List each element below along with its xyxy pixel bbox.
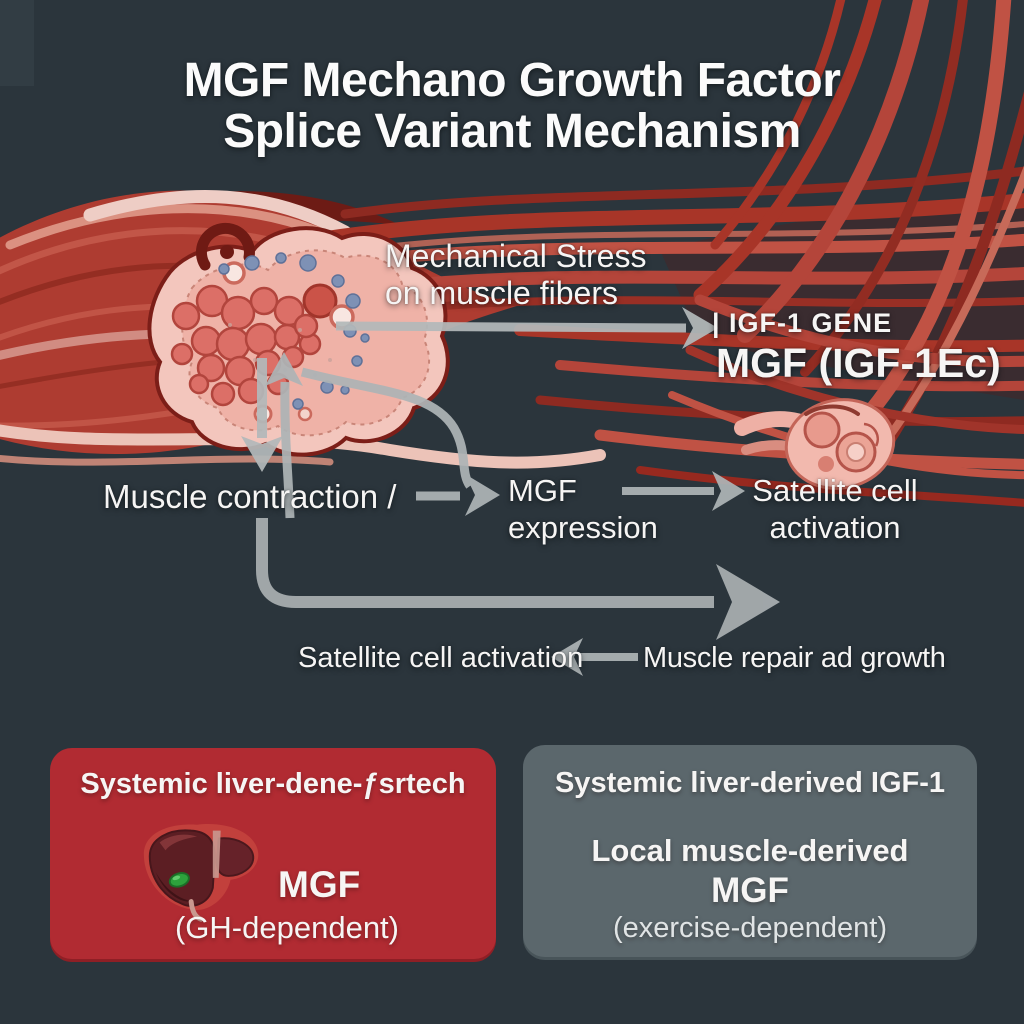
local-card-heading: Systemic liver-derived IGF-1 bbox=[554, 767, 946, 799]
mgf-variant-label: MGF (IGF-1Ec) bbox=[716, 340, 1001, 386]
arrow-stress-to-gene bbox=[335, 307, 718, 349]
satellite-cell-line1: Satellite cell bbox=[752, 473, 918, 508]
mgf-expression-line2: expression bbox=[508, 510, 658, 546]
igf1-gene-label: | IGF-1 GENE bbox=[712, 308, 893, 338]
mechanical-stress-line1: Mechanical Stress bbox=[385, 238, 647, 274]
satellite-cell-line2: activation bbox=[769, 510, 901, 546]
local-card-line3: (exercise-dependent) bbox=[612, 912, 888, 944]
mechanical-stress-label: Mechanical Stress on muscle fibers bbox=[385, 238, 646, 313]
flow-arrows bbox=[241, 307, 780, 676]
corner-notch bbox=[0, 0, 34, 86]
arrow-up-to-fiber bbox=[265, 352, 303, 519]
mechanical-stress-line2: on muscle fibers bbox=[385, 275, 618, 312]
arrow-down-to-contraction bbox=[241, 358, 283, 472]
systemic-mgf-label: MGF bbox=[278, 864, 361, 905]
local-card-line2: MGF bbox=[711, 871, 789, 910]
mgf-expression-label: MGF expression bbox=[508, 472, 658, 546]
muscle-contraction-label: Muscle contraction / bbox=[103, 478, 397, 515]
title-line2: Splice Variant Mechanism bbox=[223, 104, 801, 158]
systemic-card-heading: Systemic liver-dene-ƒsrtech bbox=[80, 768, 466, 800]
arrow-repair-to-activation bbox=[551, 638, 638, 676]
muscle-cross-section bbox=[147, 222, 450, 457]
arrow-expression-to-satellite bbox=[622, 471, 745, 511]
arrow-contraction-loop bbox=[256, 518, 780, 640]
title-line1: MGF Mechano Growth Factor bbox=[183, 54, 841, 107]
satellite-activation-bottom-label: Satellite cell activation bbox=[298, 642, 584, 674]
satellite-stump bbox=[734, 398, 896, 490]
arrow-curve-to-expression bbox=[300, 367, 500, 516]
mgf-expression-line1: MGF bbox=[508, 473, 577, 508]
systemic-dependency-label: (GH-dependent) bbox=[174, 910, 399, 945]
local-card-line1: Local muscle-derived bbox=[591, 833, 909, 868]
local-mgf-card: Systemic liver-derived IGF-1 Local muscl… bbox=[523, 745, 977, 960]
systemic-igf1-card: Systemic liver-dene-ƒsrtech MGF (GH-depe… bbox=[50, 748, 496, 962]
page-title: MGF Mechano Growth Factor Splice Variant… bbox=[0, 54, 1024, 158]
satellite-activation-right-label: Satellite cell activation bbox=[740, 472, 930, 546]
muscle-repair-label: Muscle repair ad growth bbox=[643, 642, 946, 674]
liver-icon bbox=[136, 812, 264, 930]
liver-icon-svg bbox=[143, 824, 259, 922]
